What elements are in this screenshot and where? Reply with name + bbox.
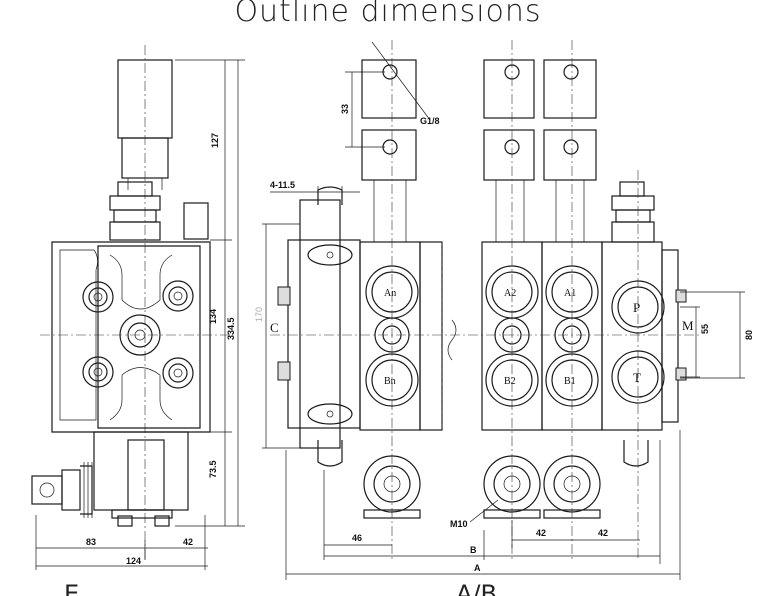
- dim-334-5: 334.5: [226, 317, 236, 340]
- dim-170: 170: [254, 307, 264, 322]
- label-m: M: [682, 318, 694, 333]
- port-bn: Bn: [384, 376, 396, 387]
- dim-42-a: 42: [536, 528, 546, 538]
- dim-83: 83: [86, 537, 96, 547]
- dim-42-b: 42: [598, 528, 608, 538]
- port-a2: A2: [504, 288, 516, 299]
- port-b2: B2: [504, 376, 516, 387]
- dim-124: 124: [126, 556, 141, 566]
- port-an: An: [384, 288, 396, 299]
- dim-a: A: [474, 563, 481, 573]
- dim-4-11-5: 4-11.5: [270, 180, 295, 190]
- port-p: P: [633, 300, 640, 315]
- dim-127: 127: [210, 133, 220, 148]
- dim-42-side: 42: [183, 537, 193, 547]
- dim-55: 55: [700, 324, 710, 334]
- dim-b: B: [470, 545, 477, 555]
- port-a1: A1: [564, 288, 576, 299]
- port-t: T: [633, 370, 641, 385]
- dim-33: 33: [340, 104, 350, 114]
- front-view: [262, 40, 745, 580]
- page-title: Outline dimensions: [234, 0, 542, 29]
- dim-46: 46: [352, 533, 362, 543]
- port-b1: B1: [564, 376, 576, 387]
- footer-right-fragment: A/B: [456, 580, 497, 596]
- dim-134: 134: [208, 309, 218, 324]
- footer-left-fragment: E: [64, 580, 80, 596]
- dim-thread-g1-8: G1/8: [420, 116, 440, 126]
- dim-73-5: 73.5: [208, 460, 218, 478]
- dim-m10: M10: [450, 519, 468, 529]
- label-c: C: [270, 320, 279, 335]
- side-view: [31, 45, 245, 570]
- dim-80: 80: [744, 330, 754, 340]
